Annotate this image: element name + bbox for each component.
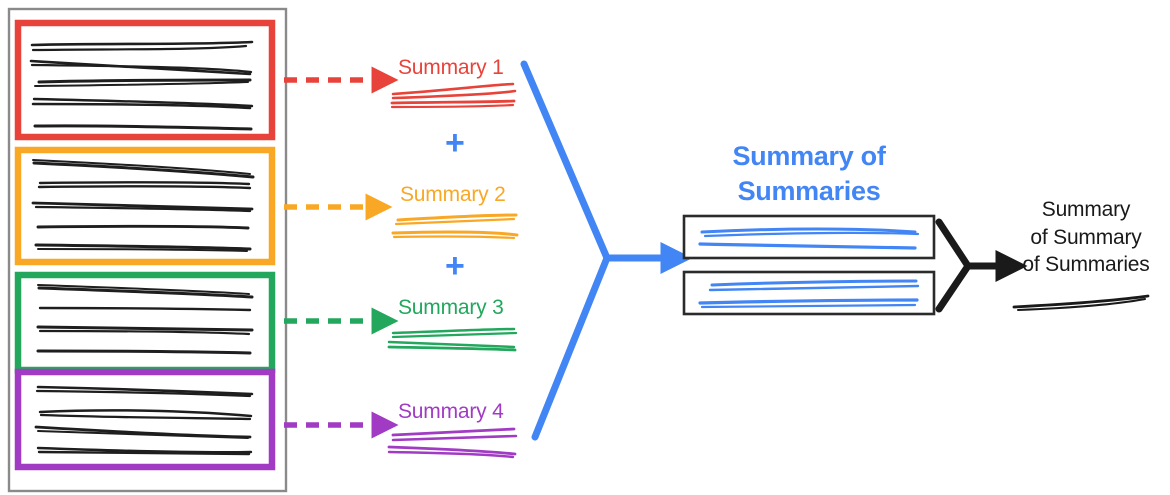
- summary-4-lines: [387, 427, 518, 459]
- summary-2-label: Summary 2: [400, 183, 506, 206]
- final-title-line-3: of Summaries: [1022, 253, 1150, 277]
- document-collection-frame: [7, 7, 288, 493]
- blue-merge-arrow: [520, 60, 693, 441]
- document-3-text-lines: [36, 284, 254, 355]
- sos-box-2-lines: [698, 279, 920, 309]
- document-2-text-lines: [31, 159, 255, 252]
- document-4-text-lines: [34, 385, 254, 456]
- summary-1-label: Summary 1: [398, 56, 504, 79]
- black-merge-arrow: [935, 218, 1028, 313]
- sos-box-1-lines: [698, 227, 920, 250]
- summary-2-lines: [391, 213, 519, 240]
- final-output-title: Summary of Summary of Summaries: [1006, 196, 1166, 279]
- plus-operator-2: +: [445, 247, 465, 285]
- plus-operator-1: +: [445, 124, 465, 162]
- final-title-line-2: of Summary: [1030, 225, 1142, 249]
- summary-3-label: Summary 3: [398, 296, 504, 319]
- final-output-line: [1012, 294, 1150, 311]
- summary-of-summaries-title: Summary of Summaries: [684, 139, 934, 208]
- summary-3-lines: [387, 327, 518, 352]
- document-card-2[interactable]: [14, 146, 276, 266]
- document-card-4[interactable]: [14, 368, 276, 471]
- summary-1-lines: [390, 82, 517, 109]
- document-card-3[interactable]: [14, 271, 276, 374]
- final-title-line-1: Summary: [1041, 198, 1131, 221]
- sos-box-2[interactable]: [682, 270, 936, 316]
- sos-box-1[interactable]: [682, 214, 936, 260]
- document-1-text-lines: [29, 40, 254, 131]
- summary-4-label: Summary 4: [398, 400, 504, 423]
- sos-title-line-1: Summary of: [732, 141, 886, 171]
- document-card-1[interactable]: [14, 19, 276, 141]
- sos-title-line-2: Summaries: [737, 175, 881, 206]
